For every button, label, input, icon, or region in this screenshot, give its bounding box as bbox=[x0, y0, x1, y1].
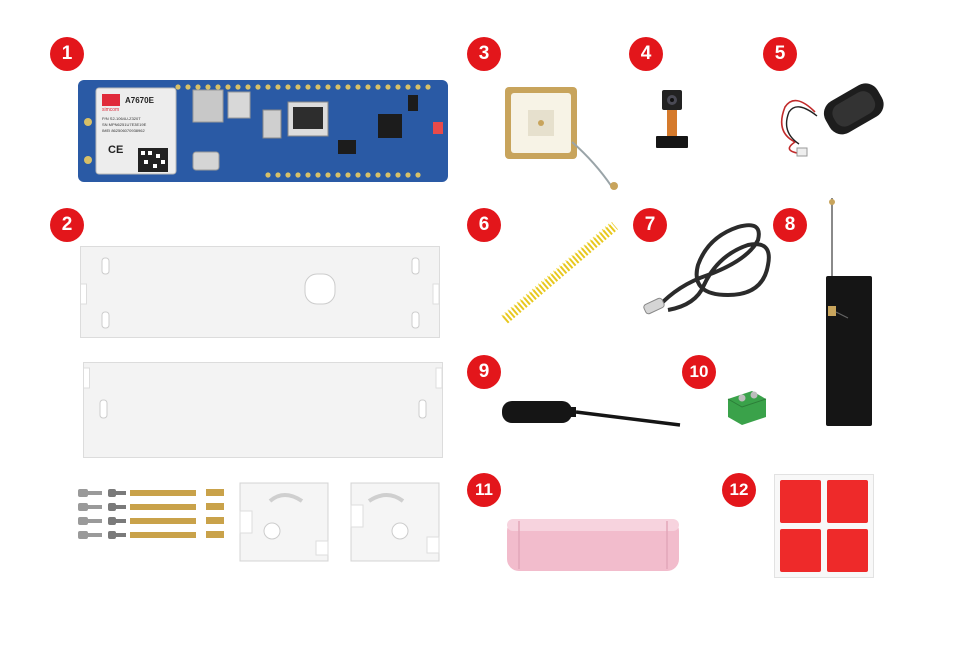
battery-18650 bbox=[505, 515, 683, 573]
acrylic-end-cap-left bbox=[232, 475, 337, 570]
badge-2: 2 bbox=[50, 208, 84, 242]
speaker bbox=[775, 72, 915, 162]
acrylic-plate-top bbox=[80, 246, 440, 338]
badge-8: 8 bbox=[773, 208, 807, 242]
acrylic-plate-bottom bbox=[83, 362, 443, 458]
badge-3: 3 bbox=[467, 37, 501, 71]
badge-11: 11 bbox=[467, 473, 501, 507]
camera-module bbox=[652, 88, 692, 153]
module-brand-label: simcom bbox=[102, 107, 120, 113]
gps-ceramic-antenna bbox=[500, 82, 635, 192]
badge-4: 4 bbox=[629, 37, 663, 71]
acrylic-end-cap-right bbox=[345, 475, 445, 570]
screwdriver bbox=[500, 395, 685, 431]
module-pn-line: P/N S2-1064U-Z320T bbox=[102, 116, 141, 121]
usb-c-cable bbox=[638, 215, 778, 330]
badge-9: 9 bbox=[467, 355, 501, 389]
flexible-antenna bbox=[818, 198, 878, 430]
pin-header bbox=[497, 222, 622, 327]
module-model-label: A7670E bbox=[125, 96, 154, 105]
ce-mark: CE bbox=[108, 144, 124, 156]
badge-5: 5 bbox=[763, 37, 797, 71]
main-board: simcom A7670E P/N S2-1064U-Z320T SN MPN6… bbox=[78, 80, 448, 185]
screws-and-standoffs bbox=[72, 485, 232, 545]
badge-7: 7 bbox=[633, 208, 667, 242]
badge-12: 12 bbox=[722, 473, 756, 507]
module-sn-line: SN MPN6251U7E3E19E bbox=[102, 122, 147, 127]
adhesive-pads bbox=[774, 474, 874, 578]
badge-10: 10 bbox=[682, 355, 716, 389]
module-imei-line: IMEI 862506070938962 bbox=[102, 128, 145, 133]
screw-terminal bbox=[722, 387, 772, 427]
badge-1: 1 bbox=[50, 37, 84, 71]
badge-6: 6 bbox=[467, 208, 501, 242]
